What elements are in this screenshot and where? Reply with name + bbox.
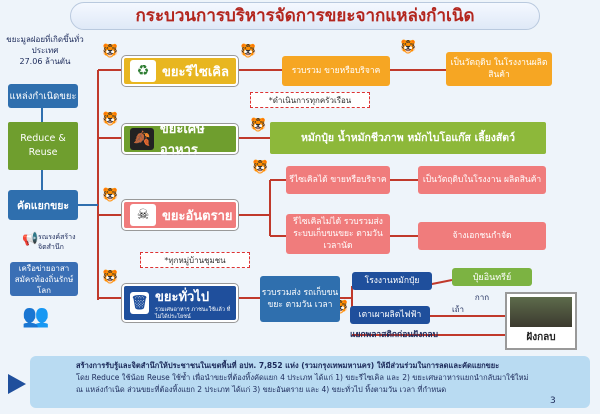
mascot-icon: 🐯 [240, 44, 257, 59]
summary-panel: สร้างการรับรู้และจิตสำนึกให้ประชาชนในเขต… [30, 356, 590, 408]
landfill-label: ฝังกลบ [526, 332, 556, 343]
hazardous-waste-text: ขยะอันตราย [162, 208, 233, 224]
stat-line-2: 27.06 ล้านตัน [19, 57, 71, 66]
trash-bin-icon: 🗑 [130, 292, 149, 314]
mascot-icon: 🐯 [102, 112, 119, 127]
mascot-icon: 🐯 [252, 160, 269, 175]
waste-source-box: แหล่งกำเนิดขยะ [8, 84, 78, 108]
megaphone-icon: 📢 [22, 232, 39, 247]
mascot-icon: 🐯 [400, 40, 417, 55]
recycle-note: *ดำเนินการทุกครัวเรือน [250, 92, 370, 108]
arrow-right-icon [8, 374, 26, 394]
food-scraps-icon: 🍂 [130, 128, 154, 150]
landfill-panel: ฝังกลบ [505, 292, 577, 350]
plastic-separation-label: แยกพลาสติกก่อนฝังกลบ [350, 330, 438, 340]
recycle-waste-label: ♻ ขยะรีไซเคิล [122, 56, 238, 86]
recycle-waste-text: ขยะรีไซเคิล [162, 64, 229, 80]
sort-waste-box: คัดแยกขยะ [8, 190, 78, 220]
recycle-raw-material-box: เป็นวัตถุดิบ ในโรงงานผลิตสินค้า [446, 52, 552, 86]
mascot-icon: 🐯 [250, 118, 267, 133]
waste-statistic: ขยะมูลฝอยที่เกิดขึ้นทั่วประเทศ 27.06 ล้า… [2, 34, 88, 67]
organic-fertilizer-box: ปุ๋ยอินทรีย์ [452, 268, 532, 286]
hazard-recyclable-box: รีไซเคิลได้ ขายหรือบริจาค [286, 166, 390, 194]
residue-label: กาก [474, 293, 490, 302]
compost-factory-box: โรงงานหมักปุ๋ย [352, 272, 432, 290]
campaign-label: รณรงค์สร้างจิตสำนึก [38, 233, 76, 251]
hazard-nonrecyclable-box: รีไซเคิลไม่ได้ รวบรวมส่งระบบเก็บขนขยะ ตา… [286, 214, 390, 254]
stat-line-1: ขยะมูลฝอยที่เกิดขึ้นทั่วประเทศ [6, 35, 84, 55]
page-title: กระบวนการบริหารจัดการขยะจากแหล่งกำเนิด [70, 2, 540, 30]
general-waste-label: 🗑 ขยะทั่วไป รวมเศษอาหาร ภาชนะใช้แล้ว ที่… [122, 284, 238, 322]
reduce-reuse-box: Reduce & Reuse [8, 122, 78, 170]
skull-icon: ☠ [130, 204, 156, 226]
incinerator-box: เตาเผาผลิตไฟฟ้า [350, 306, 430, 324]
mascot-icon: 🐯 [102, 188, 119, 203]
page-number: 3 [550, 396, 556, 406]
volunteer-network-box: เครือข่ายอาสาสมัครท้องถิ่นรักษ์โลก [10, 262, 78, 296]
food-waste-label: 🍂 ขยะเศษอาหาร [122, 122, 238, 158]
mascot-icon: 🐯 [102, 270, 119, 285]
food-waste-text: ขยะเศษอาหาร [159, 122, 205, 158]
general-collect-box: รวบรวมส่ง รถเก็บขนขยะ ตามวัน เวลา [260, 276, 340, 322]
ash-label: เถ้า [451, 305, 465, 314]
general-waste-subtext: รวมเศษอาหาร ภาชนะใช้แล้ว ที่ไม่ได้ประโยช… [154, 306, 231, 320]
summary-line-3: ณ แหล่งกำเนิด ส่วนขยะที่ต้องทิ้งแยก 2 ปร… [76, 385, 447, 394]
summary-line-1: สร้างการรับรู้และจิตสำนึกให้ประชาชนในเขต… [76, 361, 500, 370]
hazardous-waste-label: ☠ ขยะอันตราย [122, 200, 238, 230]
food-waste-result-box: หมักปุ๋ย น้ำหมักชีวภาพ หมักไบโอแก๊ส เลี้… [270, 122, 546, 154]
summary-line-2: โดย Reduce ใช้น้อย Reuse ใช้ซ้ำ เพื่อนำข… [76, 373, 529, 382]
people-circle-icon: 👥 [22, 304, 50, 329]
landfill-image [510, 297, 572, 327]
recycle-collect-box: รวบรวม ขายหรือบริจาค [282, 56, 390, 86]
recycle-icon: ♻ [130, 60, 156, 82]
hazard-recyclable-result-box: เป็นวัตถุดิบในโรงงาน ผลิตสินค้า [418, 166, 546, 194]
mascot-icon: 🐯 [102, 44, 119, 59]
general-waste-text: ขยะทั่วไป [154, 289, 210, 305]
hazard-note: *ทุกหมู่บ้านชุมชน [140, 252, 250, 268]
hazard-disposal-box: จ้างเอกชนกำจัด [418, 222, 546, 250]
